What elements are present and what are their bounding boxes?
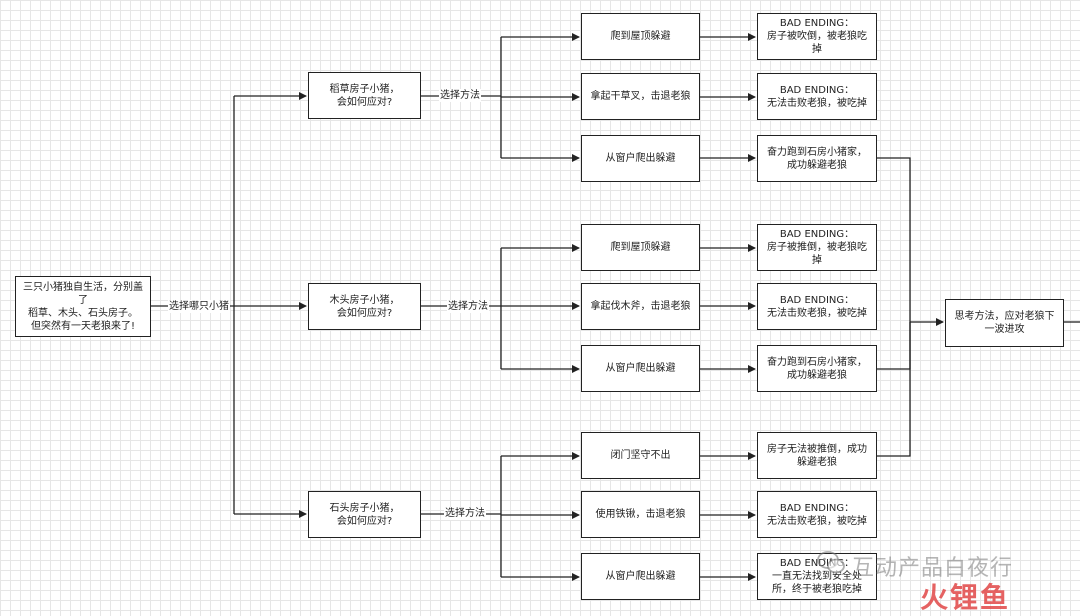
watermark-text: 互动产品白夜行 [852,556,1014,581]
final-node[interactable]: 思考方法，应对老狼下 一波进攻 [945,299,1064,347]
result-node[interactable]: 奋力跑到石房小猪家， 成功躲避老狼 [757,345,877,392]
result-node[interactable]: BAD ENDING： 房子被推倒，被老狼吃 掉 [757,224,877,271]
edge-label-stone-method: 选择方法 [444,507,486,520]
action-node[interactable]: 从窗户爬出躲避 [581,553,700,600]
result-node[interactable]: BAD ENDING： 无法击败老狼，被吃掉 [757,491,877,538]
result-node[interactable]: BAD ENDING： 无法击败老狼，被吃掉 [757,73,877,120]
watermark-logo-text: 火锂鱼 [920,581,1011,614]
watermark: 互动产品白夜行 火锂鱼 [812,548,1074,614]
result-node[interactable]: 房子无法被推倒，成功 躲避老狼 [757,432,877,479]
action-node[interactable]: 使用铁锹，击退老狼 [581,491,700,538]
edge-label-straw-method: 选择方法 [439,89,481,102]
start-node[interactable]: 三只小猪独自生活，分别盖了 稻草、木头、石头房子。 但突然有一天老狼来了! [15,276,151,337]
result-node[interactable]: BAD ENDING： 无法击败老狼，被吃掉 [757,283,877,330]
edge-label-choose-pig: 选择哪只小猪 [168,300,230,313]
pig-node-straw[interactable]: 稻草房子小猪， 会如何应对? [308,72,421,119]
result-node[interactable]: BAD ENDING： 一直无法找到安全处 所，终于被老狼吃掉 [757,553,877,600]
action-node[interactable]: 闭门坚守不出 [581,432,700,479]
action-node[interactable]: 爬到屋顶躲避 [581,224,700,271]
wechat-icon [817,551,845,574]
action-node[interactable]: 从窗户爬出躲避 [581,345,700,392]
result-node[interactable]: BAD ENDING： 房子被吹倒，被老狼吃 掉 [757,13,877,60]
pig-node-stone[interactable]: 石头房子小猪， 会如何应对? [308,491,421,538]
pig-node-wood[interactable]: 木头房子小猪， 会如何应对? [308,283,421,330]
action-node[interactable]: 拿起伐木斧，击退老狼 [581,283,700,330]
action-node[interactable]: 从窗户爬出躲避 [581,135,700,182]
edge-label-wood-method: 选择方法 [447,300,489,313]
action-node[interactable]: 拿起干草叉，击退老狼 [581,73,700,120]
result-node[interactable]: 奋力跑到石房小猪家， 成功躲避老狼 [757,135,877,182]
action-node[interactable]: 爬到屋顶躲避 [581,13,700,60]
